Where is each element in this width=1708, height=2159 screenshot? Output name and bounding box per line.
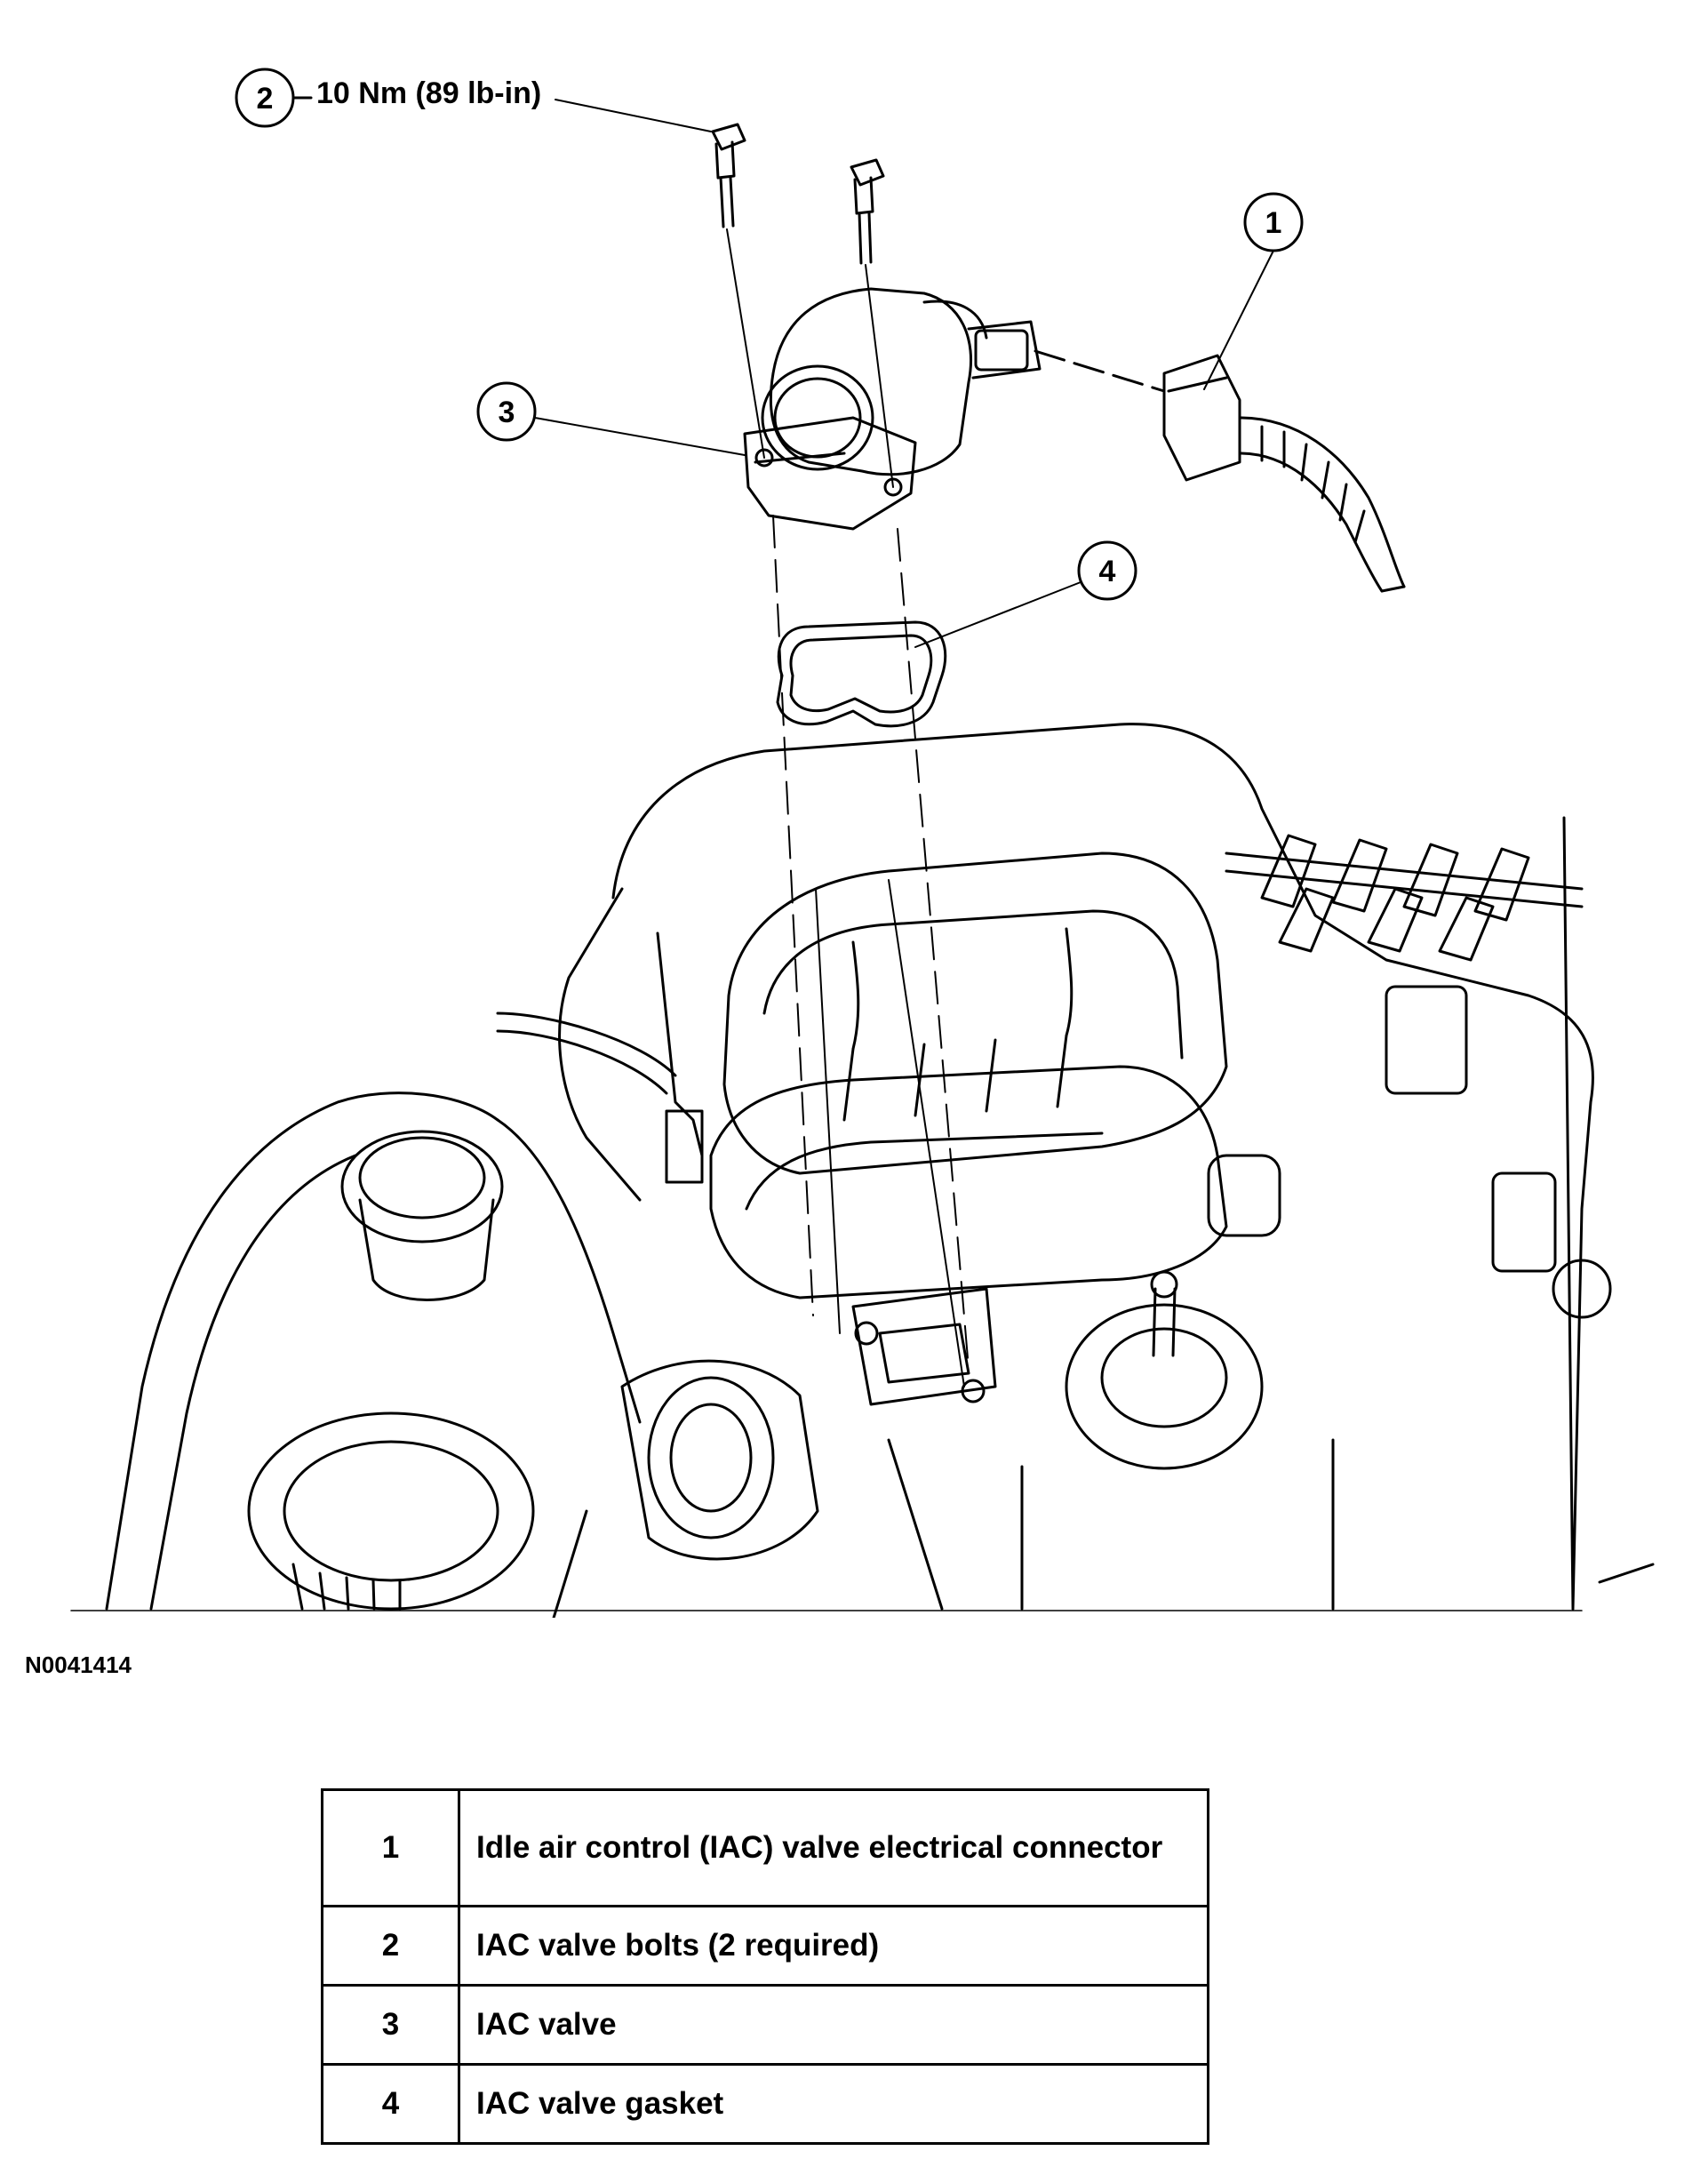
- legend-description: Idle air control (IAC) valve electrical …: [458, 1788, 1209, 1907]
- legend-row: 4 IAC valve gasket: [321, 2063, 1209, 2145]
- figure-id: N0041414: [25, 1651, 132, 1678]
- iac-valve-part: [743, 287, 1042, 531]
- callout-1-label: 1: [1265, 206, 1282, 240]
- iac-valve-gasket-part: [776, 620, 947, 728]
- legend-row: 3 IAC valve: [321, 1984, 1209, 2066]
- exploded-view-diagram: 1 2 3 4: [70, 68, 1655, 1618]
- torque-spec-label: 10 Nm (89 lb-in): [316, 76, 542, 110]
- callout-1: 1: [1203, 192, 1304, 390]
- iac-valve-bolts-part: [711, 123, 885, 265]
- legend-description: IAC valve: [458, 1984, 1209, 2066]
- callout-3: 3: [476, 381, 746, 456]
- callout-4: 4: [914, 540, 1137, 648]
- parts-legend-table: 1 Idle air control (IAC) valve electrica…: [321, 1788, 1209, 2145]
- legend-row: 2 IAC valve bolts (2 required): [321, 1905, 1209, 1987]
- connector-alignment-line: [1034, 349, 1166, 393]
- legend-num: 1: [321, 1788, 460, 1907]
- legend-num: 2: [321, 1905, 460, 1987]
- callout-3-label: 3: [499, 396, 515, 429]
- legend-num: 4: [321, 2063, 460, 2145]
- bolt-alignment-lines: [726, 228, 894, 488]
- legend-description: IAC valve bolts (2 required): [458, 1905, 1209, 1987]
- legend-row: 1 Idle air control (IAC) valve electrica…: [321, 1788, 1209, 1907]
- engine-assembly: [70, 723, 1655, 1618]
- legend-description: IAC valve gasket: [458, 2063, 1209, 2145]
- callout-2: 2: [235, 68, 712, 132]
- legend-num: 3: [321, 1984, 460, 2066]
- bolt-insertion-lines: [815, 879, 965, 1387]
- electrical-connector-part: [1162, 354, 1406, 593]
- callout-2-label: 2: [257, 82, 274, 116]
- callout-4-label: 4: [1099, 555, 1116, 588]
